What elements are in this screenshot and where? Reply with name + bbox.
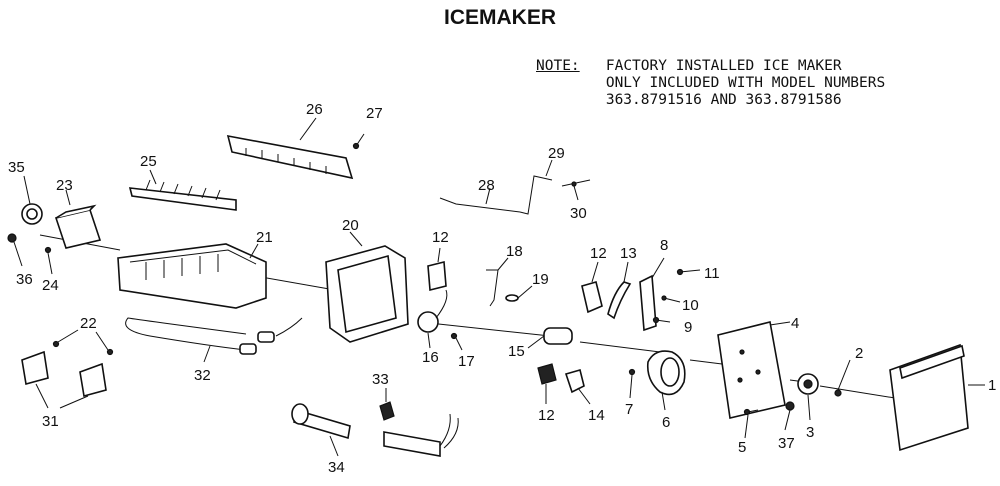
drive-gear: [797, 373, 819, 421]
label-p33: 33: [372, 371, 389, 388]
diagram-title: ICEMAKER: [443, 6, 556, 29]
label-p19: 19: [532, 271, 549, 288]
screw-17: [450, 332, 463, 351]
label-p13: 13: [620, 245, 637, 262]
label-p12c: 12: [538, 407, 555, 424]
label-p17: 17: [458, 353, 475, 370]
switch-bracket: [639, 257, 665, 332]
note-line-1: FACTORY INSTALLED ICE MAKER: [605, 58, 842, 74]
nut-37: [784, 401, 795, 431]
screw-7: [628, 368, 636, 399]
stripper-26: [226, 117, 354, 180]
wire-harness: [383, 413, 459, 457]
label-p28: 28: [478, 177, 495, 194]
label-p23: 23: [56, 177, 73, 194]
lever-13: [607, 261, 632, 320]
label-p35: 35: [8, 159, 25, 176]
motor: [646, 350, 686, 411]
label-p21: 21: [256, 229, 273, 246]
label-p31: 31: [42, 413, 59, 430]
feeler-arm-28: [439, 187, 521, 213]
ice-mold-21: [117, 243, 267, 309]
label-p24: 24: [42, 277, 59, 294]
screw-11: [676, 268, 701, 276]
mounting-plate: [717, 321, 791, 419]
screw-9: [652, 316, 671, 324]
label-p32: 32: [194, 367, 211, 384]
arm-18: [486, 257, 509, 307]
label-p7: 7: [625, 401, 633, 418]
mounting-brackets-31: [21, 350, 107, 409]
valve-16: [417, 289, 448, 349]
label-p36: 36: [16, 271, 33, 288]
label-p9: 9: [684, 319, 692, 336]
screws-22: [52, 329, 114, 356]
label-p30: 30: [570, 205, 587, 222]
label-p4: 4: [791, 315, 799, 332]
label-p22: 22: [80, 315, 97, 332]
retainer-30: [561, 179, 591, 201]
switch-12-right: [581, 261, 603, 314]
fill-tube-34: [291, 403, 351, 457]
part-number-labels: 1 2 3 4 5 6 7 8 9 10 11 12 12 12 13 14 1…: [8, 101, 996, 476]
housing-20: [325, 231, 409, 343]
label-p11: 11: [704, 265, 720, 282]
label-p8: 8: [660, 237, 668, 254]
heater-32: [125, 317, 303, 363]
label-p10: 10: [682, 297, 699, 314]
switch-12-lower: [537, 363, 557, 404]
model-note: NOTE: FACTORY INSTALLED ICE MAKER ONLY I…: [536, 58, 885, 109]
mold-cover-23: [54, 189, 102, 249]
connector-33: [379, 388, 395, 421]
label-p1: 1: [988, 377, 996, 394]
note-line-2: ONLY INCLUDED WITH MODEL NUMBERS: [605, 75, 886, 91]
ejector-25: [128, 169, 237, 211]
screw-2: [834, 359, 851, 397]
screw-10: [661, 295, 681, 303]
label-p12b: 12: [590, 245, 607, 262]
clip-14: [564, 369, 591, 405]
switch-12-center: [427, 247, 447, 292]
label-p6: 6: [662, 414, 670, 431]
label-p15: 15: [508, 343, 525, 360]
label-p18: 18: [506, 243, 523, 260]
label-p25: 25: [140, 153, 157, 170]
label-p37: 37: [778, 435, 795, 452]
front-cover: [889, 343, 985, 452]
ring-35: [21, 175, 43, 225]
label-p29: 29: [548, 145, 565, 162]
label-p20: 20: [342, 217, 359, 234]
note-label: NOTE:: [536, 58, 580, 74]
nut-36: [7, 233, 23, 267]
thermostat-15: [527, 327, 573, 349]
label-p2: 2: [855, 345, 863, 362]
label-p16: 16: [422, 349, 439, 366]
label-p3: 3: [806, 424, 814, 441]
note-line-3: 363.8791516 AND 363.8791586: [605, 92, 842, 108]
label-p12a: 12: [432, 229, 449, 246]
label-p27: 27: [366, 105, 383, 122]
label-p5: 5: [738, 439, 746, 456]
label-p34: 34: [328, 459, 345, 476]
label-p14: 14: [588, 407, 605, 424]
screw-5: [743, 408, 759, 439]
screw-27: [352, 133, 365, 150]
shutoff-arm-29: [519, 159, 553, 215]
screw-19: [505, 285, 533, 302]
label-p26: 26: [306, 101, 323, 118]
screw-24: [44, 246, 53, 275]
